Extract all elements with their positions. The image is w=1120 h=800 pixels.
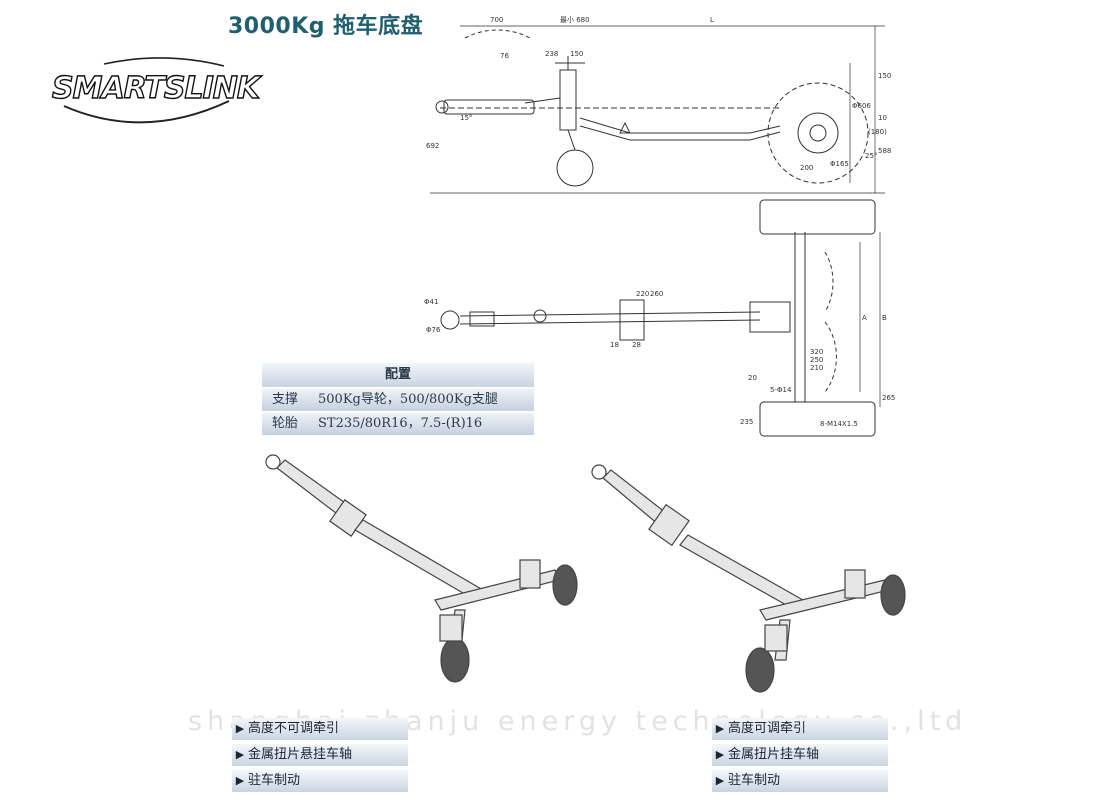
- dim-265: 265: [882, 394, 895, 402]
- dim-15deg: 15°: [460, 114, 472, 122]
- feature-left-2: ▶金属扭片悬挂车轴: [232, 744, 408, 766]
- dim-165: Φ165: [830, 160, 849, 168]
- dim-150b: 150: [878, 72, 891, 80]
- dim-606: Φ606: [852, 102, 871, 110]
- dim-250: 250: [810, 356, 823, 364]
- feature-right-1: ▶高度可调牵引: [712, 718, 888, 740]
- dim-18: 18: [610, 341, 619, 349]
- dim-150: 150: [570, 50, 583, 58]
- dim-680: 最小 680: [560, 15, 590, 24]
- dim-235: 235: [740, 418, 753, 426]
- feature-left-3: ▶驻车制动: [232, 770, 408, 792]
- dim-41: Φ41: [424, 298, 438, 306]
- play-icon: ▶: [715, 774, 725, 787]
- dim-5-14: 5-Φ14: [770, 386, 792, 394]
- feature-right-3: ▶驻车制动: [712, 770, 888, 792]
- feature-text: 驻车制动: [728, 773, 781, 788]
- dim-28: 28: [632, 341, 641, 349]
- smartslink-logo: SMARTSLINK: [51, 57, 265, 124]
- config-row-tire: 轮胎 ST235/80R16，7.5-(R)16: [262, 412, 534, 435]
- play-icon: ▶: [715, 748, 725, 761]
- feature-right-2: ▶金属扭片挂车轴: [712, 744, 888, 766]
- play-icon: ▶: [235, 722, 245, 735]
- feature-text: 高度不可调牵引: [248, 721, 340, 736]
- dim-692: 692: [426, 142, 439, 150]
- dim-238: 238: [545, 50, 558, 58]
- play-icon: ▶: [235, 774, 245, 787]
- logo-text: SMARTSLINK: [52, 71, 263, 106]
- dim-a: A: [862, 314, 867, 322]
- dim-20: 20: [748, 374, 757, 382]
- dim-200: 200: [800, 164, 813, 172]
- config-value: ST235/80R16，7.5-(R)16: [318, 416, 483, 431]
- config-value: 500Kg导轮，500/800Kg支腿: [318, 392, 498, 407]
- feature-left-1: ▶高度不可调牵引: [232, 718, 408, 740]
- feature-text: 高度可调牵引: [728, 721, 807, 736]
- dim-220: 220: [636, 290, 649, 298]
- dim-10: 10: [878, 114, 887, 122]
- dim-180: (180): [868, 128, 887, 136]
- dim-320: 320: [810, 348, 823, 356]
- dim-588: 588: [878, 147, 891, 155]
- chassis-render-right: [591, 464, 906, 693]
- config-row-support: 支撑 500Kg导轮，500/800Kg支腿: [262, 388, 534, 411]
- play-icon: ▶: [235, 748, 245, 761]
- play-icon: ▶: [715, 722, 725, 735]
- dim-76: Φ76: [426, 326, 441, 334]
- dim-210: 210: [810, 364, 823, 372]
- page-title: 3000Kg 拖车底盘: [228, 14, 424, 39]
- dim-700: 700: [490, 16, 503, 24]
- top-view-drawing: Φ41 Φ76 220 260 18 28 A B 320 250 210 20…: [424, 199, 895, 437]
- feature-text: 金属扭片悬挂车轴: [248, 747, 353, 762]
- feature-text: 金属扭片挂车轴: [728, 747, 820, 762]
- config-key: 轮胎: [271, 416, 298, 431]
- dim-l: L: [710, 16, 714, 24]
- dim-25deg: 25°: [865, 152, 877, 160]
- dim-76: 76: [500, 52, 509, 60]
- config-key: 支撑: [271, 392, 298, 407]
- dim-b: B: [882, 314, 887, 322]
- feature-text: 驻车制动: [248, 773, 301, 788]
- chassis-render-left: [265, 454, 578, 683]
- side-view-drawing: 700 最小 680 L 238 150 76 15° 25° Φ606 Φ16…: [426, 15, 891, 194]
- dim-m14: 8-M14X1.5: [820, 420, 858, 428]
- dim-260: 260: [650, 290, 663, 298]
- config-header: 配置: [262, 362, 534, 387]
